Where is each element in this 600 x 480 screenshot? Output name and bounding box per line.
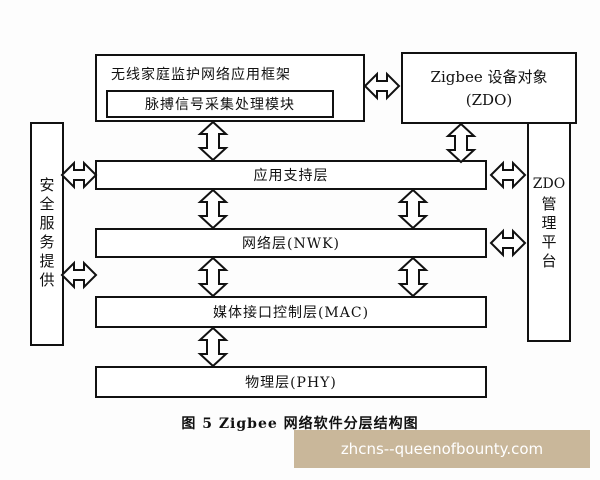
arrow-aps-nwk-left xyxy=(199,189,227,229)
figure-caption: 图 5 Zigbee 网络软件分层结构图 xyxy=(181,416,419,432)
arrow-nwk-mac-right xyxy=(399,257,427,297)
arrow-nwk-zdo-mgmt xyxy=(490,230,526,256)
arrow-zdo-aps xyxy=(447,123,475,163)
pulse-signal-module-box: 脉搏信号采集处理模块 xyxy=(106,90,334,118)
arrow-framework-aps xyxy=(199,121,227,161)
zdo-management-abbr: ZDO xyxy=(532,176,566,192)
framework-title: 无线家庭监护网络应用框架 xyxy=(111,67,291,83)
security-service-label: 安全服务提供 xyxy=(37,177,56,291)
aps-layer-box: 应用支持层 xyxy=(95,160,487,190)
zdo-management-platform-box: ZDO 管理平台 xyxy=(527,122,571,342)
zdo-management-label: 管理平台 xyxy=(539,196,558,272)
zdo-object-box: Zigbee 设备对象 (ZDO) xyxy=(401,52,577,124)
watermark-banner: zhcns--queenofbounty.com xyxy=(294,430,590,468)
arrow-nwk-mac-left xyxy=(199,257,227,297)
arrow-framework-zdo xyxy=(364,73,400,99)
arrow-aps-nwk-right xyxy=(399,189,427,229)
arrow-security-mac xyxy=(61,262,97,288)
arrow-mac-phy xyxy=(199,327,227,367)
security-service-box: 安全服务提供 xyxy=(30,122,64,346)
arrow-security-aps xyxy=(61,162,97,188)
arrow-aps-zdo-mgmt xyxy=(490,162,526,188)
mac-layer-box: 媒体接口控制层(MAC) xyxy=(95,296,487,328)
nwk-layer-box: 网络层(NWK) xyxy=(95,228,487,258)
zdo-object-title: Zigbee 设备对象 xyxy=(430,68,548,86)
phy-layer-box: 物理层(PHY) xyxy=(95,366,487,398)
zdo-object-abbr: (ZDO) xyxy=(465,91,513,109)
